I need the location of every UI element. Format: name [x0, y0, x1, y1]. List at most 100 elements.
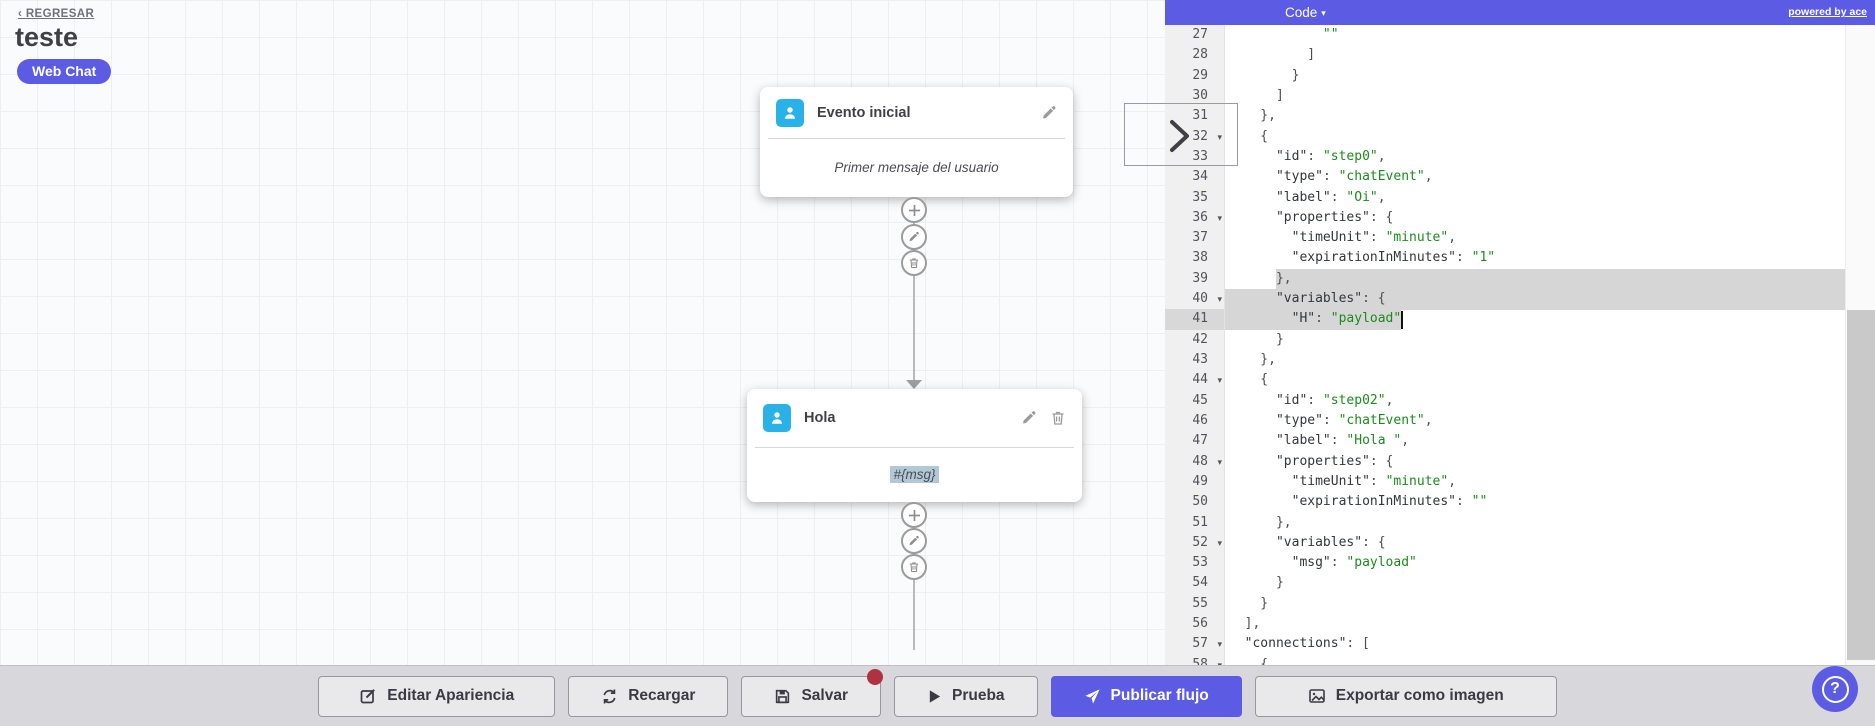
flow-canvas[interactable]: ‹ REGRESAR teste Web Chat Evento inicial [0, 0, 1165, 665]
edit-connection-button[interactable] [901, 528, 927, 554]
code-line[interactable]: { [1229, 372, 1269, 388]
code-line[interactable]: "timeUnit": "minute", [1291, 230, 1457, 246]
gutter-line-number[interactable]: 39 [1192, 270, 1208, 286]
gutter-line-number[interactable]: 50 [1192, 494, 1208, 510]
add-step-button[interactable] [901, 197, 927, 223]
gutter-line-number[interactable]: 54 [1192, 575, 1208, 591]
gutter-line-number[interactable]: 35 [1192, 189, 1208, 205]
gutter-line-number[interactable]: 30 [1192, 87, 1208, 103]
gutter-line-number[interactable]: 28 [1192, 47, 1208, 63]
code-line[interactable]: "type": "chatEvent", [1275, 412, 1433, 428]
code-mode-dropdown[interactable]: Code▾ [1285, 5, 1326, 20]
gutter-line-number[interactable]: 55 [1192, 595, 1208, 611]
gutter-line-number[interactable]: 48▾ [1165, 452, 1224, 472]
gutter-line-number[interactable]: 45 [1192, 392, 1208, 408]
gutter-line-number[interactable]: 36▾ [1165, 208, 1224, 228]
code-line[interactable]: }, [1229, 108, 1276, 124]
gutter-line-number[interactable]: 52▾ [1165, 533, 1224, 553]
fold-arrow-icon[interactable]: ▾ [1217, 639, 1222, 650]
edit-connection-button[interactable] [901, 224, 927, 250]
delete-connection-button[interactable] [901, 554, 927, 580]
code-line[interactable]: "expirationInMinutes": "" [1291, 494, 1488, 510]
code-line[interactable]: "type": "chatEvent", [1275, 169, 1433, 185]
code-line[interactable]: ] [1229, 47, 1316, 63]
gutter-line-number[interactable]: 57▾ [1165, 634, 1224, 654]
gutter-line-number[interactable]: 44▾ [1165, 370, 1224, 390]
add-step-button[interactable] [901, 502, 927, 528]
delete-node-icon[interactable] [1050, 410, 1066, 426]
powered-by-ace-link[interactable]: powered by ace [1788, 6, 1867, 18]
gutter-line-number[interactable]: 29 [1192, 67, 1208, 83]
back-link[interactable]: ‹ REGRESAR [18, 8, 95, 20]
code-line[interactable]: } [1229, 575, 1284, 591]
code-line[interactable]: } [1229, 67, 1300, 83]
save-button[interactable]: Salvar [741, 668, 883, 717]
gutter-line-number[interactable]: 51 [1192, 514, 1208, 530]
edit-node-icon[interactable] [1021, 410, 1037, 426]
code-line[interactable]: } [1229, 331, 1284, 347]
code-line[interactable]: { [1229, 656, 1269, 665]
code-line[interactable]: "variables": { [1275, 291, 1386, 307]
gutter-line-number[interactable]: 43 [1192, 352, 1208, 367]
gutter-line-number[interactable]: 46 [1192, 412, 1208, 428]
code-line[interactable]: }, [1229, 352, 1276, 367]
gutter-line-number[interactable]: 40▾ [1165, 289, 1224, 309]
fold-arrow-icon[interactable]: ▾ [1217, 212, 1222, 223]
reload-button[interactable]: Recargar [568, 675, 729, 717]
code-line[interactable]: "id": "step02", [1275, 392, 1394, 408]
gutter-line-number[interactable]: 41 [1165, 309, 1224, 330]
gutter-line-number[interactable]: 49 [1192, 473, 1208, 489]
code-line[interactable]: "connections": [ [1244, 636, 1370, 652]
code-line[interactable]: "label": "Oi", [1275, 189, 1386, 205]
gutter-line-number[interactable]: 53 [1192, 555, 1208, 571]
code-line[interactable]: "id": "step0", [1275, 148, 1386, 164]
code-line[interactable]: }, [1229, 514, 1292, 530]
fold-arrow-icon[interactable]: ▾ [1217, 456, 1222, 467]
fold-arrow-icon[interactable]: ▾ [1217, 294, 1222, 305]
editor-scrollbar[interactable] [1845, 25, 1875, 665]
scrollbar-thumb[interactable] [1847, 310, 1875, 660]
gutter-line-number[interactable]: 31 [1192, 108, 1208, 124]
code-line[interactable]: } [1229, 595, 1269, 611]
code-line[interactable]: "label": "Hola ", [1275, 433, 1410, 449]
gutter-line-number[interactable]: 27 [1192, 27, 1208, 42]
flow-node-hola[interactable]: Hola #{msg} [747, 389, 1082, 502]
code-line[interactable]: "timeUnit": "minute", [1291, 473, 1457, 489]
export-image-button[interactable]: Exportar como imagen [1254, 675, 1557, 717]
help-button[interactable]: ? [1812, 666, 1858, 712]
gutter-line-number[interactable]: 58▾ [1165, 655, 1224, 665]
edit-appearance-button[interactable]: Editar Apariencia [318, 675, 556, 717]
delete-connection-button[interactable] [901, 250, 927, 276]
code-lines[interactable]: "" ] } ] }, { "id": "step0", "type": "ch… [1225, 25, 1845, 665]
test-button[interactable]: Prueba [893, 675, 1038, 717]
code-line[interactable]: "expirationInMinutes": "1" [1291, 250, 1496, 266]
gutter-line-number[interactable]: 38 [1192, 250, 1208, 266]
code-line[interactable]: ] [1229, 87, 1284, 103]
code-line[interactable]: "" [1322, 27, 1339, 42]
gutter-line-number[interactable]: 56 [1192, 616, 1208, 632]
fold-arrow-icon[interactable]: ▾ [1217, 537, 1222, 548]
edit-node-icon[interactable] [1041, 105, 1057, 121]
fold-arrow-icon[interactable]: ▾ [1217, 375, 1222, 386]
gutter-line-number[interactable]: 32▾ [1165, 127, 1224, 147]
fold-arrow-icon[interactable]: ▾ [1217, 131, 1222, 142]
code-line[interactable]: { [1229, 128, 1269, 144]
fold-arrow-icon[interactable]: ▾ [1217, 659, 1222, 665]
code-line[interactable]: "properties": { [1275, 453, 1394, 469]
gutter-line-number[interactable]: 47 [1192, 433, 1208, 449]
collapse-panel-button[interactable] [1124, 103, 1238, 166]
gutter-line-number[interactable]: 42 [1192, 331, 1208, 347]
code-line[interactable]: "H": "payload" [1291, 311, 1402, 327]
code-line[interactable]: }, [1229, 270, 1292, 286]
code-line[interactable]: "properties": { [1275, 209, 1394, 225]
publish-flow-button[interactable]: Publicar flujo [1050, 675, 1242, 717]
gutter-line-number[interactable]: 33 [1192, 148, 1208, 164]
code-line[interactable]: "msg": "payload" [1291, 555, 1417, 571]
flow-node-evento-inicial[interactable]: Evento inicial Primer mensaje del usuari… [760, 87, 1073, 197]
gutter-line-number[interactable]: 37 [1192, 230, 1208, 246]
code-line[interactable]: ], [1229, 616, 1261, 632]
code-line[interactable]: "variables": { [1275, 534, 1386, 550]
gutter-line-number[interactable]: 34 [1192, 169, 1208, 185]
